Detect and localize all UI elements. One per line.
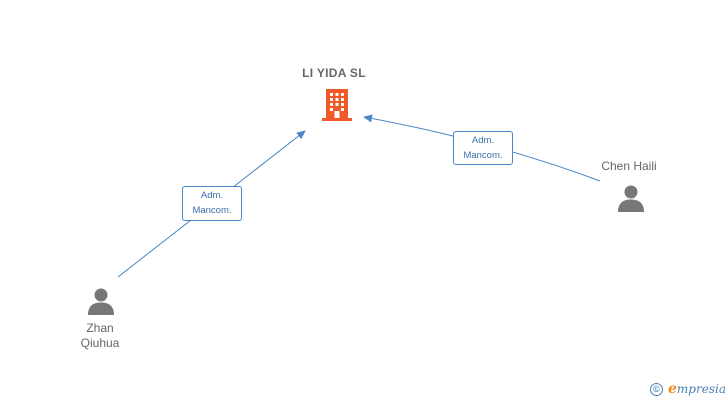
copyright-icon: © xyxy=(650,382,663,396)
person-name-line1: Zhan xyxy=(86,321,114,335)
edge-label-line2: Mancom. xyxy=(463,150,503,161)
building-icon[interactable] xyxy=(321,87,353,127)
edge-label-line2: Mancom. xyxy=(192,205,232,216)
empresia-watermark: © empresia xyxy=(650,380,726,398)
company-name[interactable]: LI YIDA SL xyxy=(302,66,366,80)
edge-label-chen: Adm. Mancom. xyxy=(453,131,513,165)
brand-initial: e xyxy=(668,381,677,397)
brand-rest: mpresia xyxy=(676,382,726,396)
person-name-line2: Qiuhua xyxy=(80,336,120,350)
person-icon[interactable] xyxy=(617,184,645,217)
edge-label-zhan: Adm. Mancom. xyxy=(182,186,242,221)
brand-logo: empresia xyxy=(668,381,726,397)
edge-label-line1: Adm. xyxy=(471,135,495,146)
person-name-chen[interactable]: Chen Haili xyxy=(601,159,657,173)
person-icon[interactable] xyxy=(87,287,115,320)
edge-label-line1: Adm. xyxy=(200,190,224,201)
person-name-zhan[interactable]: Zhan Qiuhua xyxy=(60,321,140,351)
